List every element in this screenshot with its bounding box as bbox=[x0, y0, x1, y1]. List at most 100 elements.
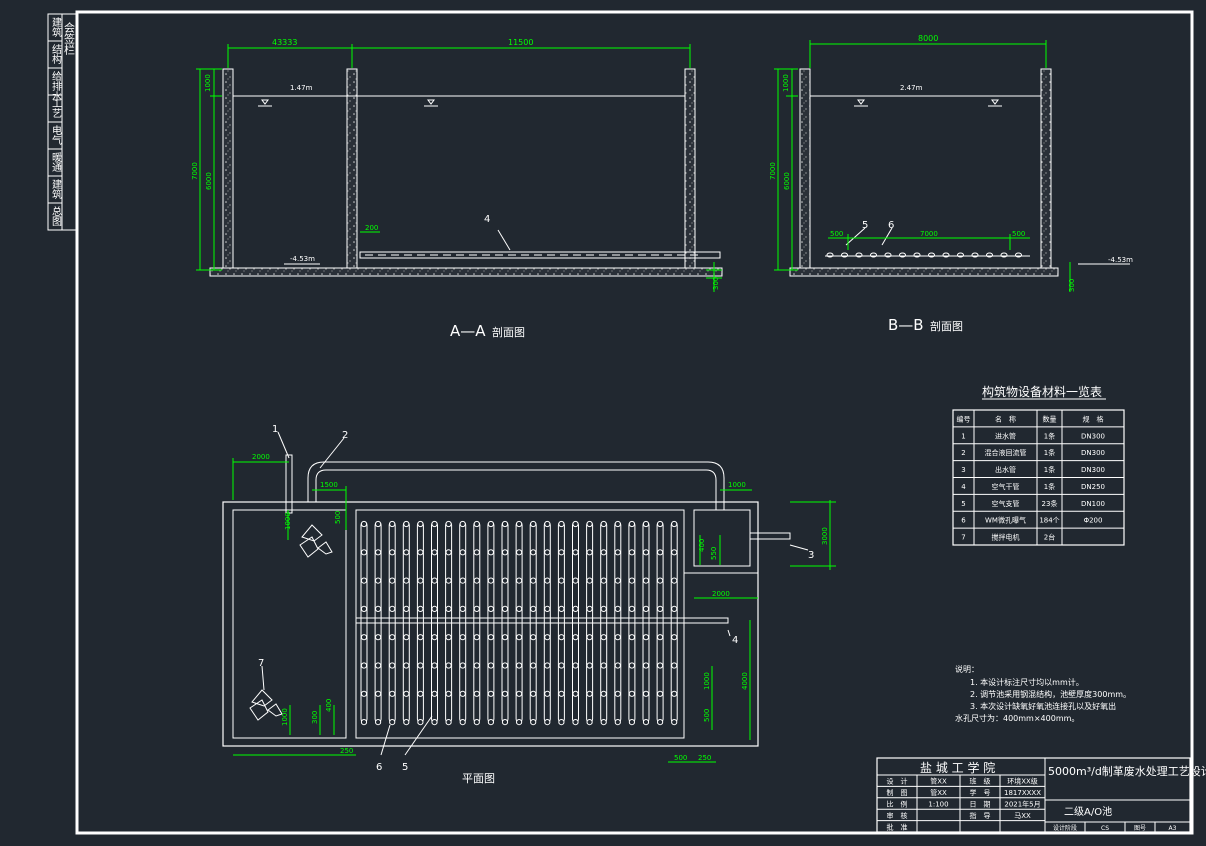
diffuser-icon bbox=[389, 549, 396, 556]
diffuser-icon bbox=[572, 520, 579, 528]
diffuser-icon bbox=[841, 252, 848, 258]
plan-dim-500: 500 bbox=[334, 511, 342, 524]
title-block: 盐 城 工 学 院 5000m³/d制革废水处理工艺设计 二级A/O池 设 计管… bbox=[876, 757, 1206, 833]
table-header-cell: 名 称 bbox=[995, 414, 1016, 423]
aa-title: A—A bbox=[450, 322, 486, 340]
plan-label-4: 4 bbox=[732, 635, 738, 646]
diffuser-icon bbox=[375, 690, 382, 697]
diffuser-icon bbox=[516, 662, 523, 669]
diffuser-icon bbox=[600, 690, 607, 697]
diffuser-icon bbox=[445, 577, 452, 584]
plan-label-3: 3 bbox=[808, 550, 814, 561]
diffuser-icon bbox=[487, 577, 494, 584]
diffuser-icon bbox=[459, 577, 466, 584]
title-block-cell: 1817XXXX bbox=[1004, 789, 1041, 797]
plan-aerobic-tank bbox=[355, 509, 685, 739]
aa-bottom-level: -4.53m bbox=[290, 255, 315, 263]
title-block-cell: 设 计 bbox=[887, 777, 908, 786]
aa-wall-left bbox=[222, 68, 234, 271]
diffuser-icon bbox=[855, 252, 863, 258]
diffuser-icon bbox=[501, 634, 509, 641]
diffuser-icon bbox=[586, 605, 593, 613]
diffuser-icon bbox=[473, 520, 480, 528]
diffuser-icon bbox=[403, 577, 410, 584]
diffuser-icon bbox=[360, 662, 368, 669]
table-cell: 7 bbox=[961, 534, 965, 542]
diffuser-icon bbox=[417, 662, 424, 669]
diffuser-icon bbox=[516, 719, 523, 726]
diffuser-icon bbox=[884, 252, 892, 258]
plan-dim-1000-left: 1000 bbox=[284, 512, 292, 530]
diffuser-icon bbox=[417, 577, 424, 584]
diffuser-icon bbox=[403, 690, 410, 697]
diffuser-icon bbox=[487, 719, 494, 726]
table-cell: 1条 bbox=[1044, 465, 1055, 474]
title-block-cell: 批 准 bbox=[887, 822, 908, 831]
side-strip-item: 结构 bbox=[50, 43, 62, 65]
diffuser-icon bbox=[445, 690, 452, 697]
diffuser-icon bbox=[516, 577, 523, 584]
bb-label-5: 5 bbox=[862, 220, 868, 231]
aa-label-4: 4 bbox=[484, 214, 490, 225]
aa-air-pipe bbox=[359, 251, 721, 259]
title-block-cell: 审 核 bbox=[887, 811, 908, 820]
diffuser-icon bbox=[417, 719, 424, 726]
plan-label-6: 6 bbox=[376, 762, 382, 773]
plan-dim-400-b: 400 bbox=[325, 699, 333, 712]
title-block-cell: 管XX bbox=[930, 788, 947, 797]
title-block-cell: 管XX bbox=[930, 777, 947, 786]
bb-label-6: 6 bbox=[888, 220, 894, 231]
diffuser-icon bbox=[501, 605, 509, 613]
diffuser-icon bbox=[417, 520, 424, 528]
diffuser-icon bbox=[1000, 252, 1008, 258]
plan-dim-2000-top: 2000 bbox=[252, 453, 270, 461]
diffuser-icon bbox=[870, 252, 877, 258]
diffuser-icon bbox=[417, 690, 424, 697]
diffuser-icon bbox=[530, 662, 537, 669]
diffuser-icon bbox=[572, 690, 579, 697]
drawing-frame bbox=[75, 10, 1194, 835]
notes-line-2: 2. 调节池采用钢混结构，池壁厚度300mm。 bbox=[970, 689, 1131, 699]
diffuser-icon bbox=[600, 634, 607, 641]
diffuser-icon bbox=[558, 634, 565, 641]
diffuser-icon bbox=[586, 520, 593, 528]
diffuser-icon bbox=[657, 549, 664, 556]
diffuser-icon bbox=[942, 252, 950, 258]
plan-dim-3000: 3000 bbox=[821, 527, 829, 545]
diffuser-icon bbox=[530, 719, 537, 726]
diffuser-icon bbox=[403, 662, 410, 669]
diffuser-icon bbox=[600, 605, 607, 613]
diffuser-icon bbox=[487, 549, 494, 556]
diffuser-icon bbox=[403, 549, 410, 556]
title-block-cell: 比 例 bbox=[887, 800, 908, 809]
diffuser-icon bbox=[473, 577, 480, 584]
diffuser-icon bbox=[671, 520, 678, 528]
diffuser-icon bbox=[459, 520, 466, 528]
plan-label-2: 2 bbox=[342, 430, 348, 441]
diffuser-icon bbox=[628, 662, 636, 669]
diffuser-icon bbox=[826, 252, 834, 258]
table-cell: 1条 bbox=[1044, 431, 1055, 440]
diffuser-icon bbox=[971, 252, 979, 258]
diffuser-icon bbox=[375, 577, 382, 584]
diffuser-icon bbox=[389, 634, 396, 641]
diffuser-icon bbox=[501, 719, 509, 726]
diffuser-icon bbox=[487, 634, 494, 641]
table-cell: 出水管 bbox=[995, 465, 1016, 474]
diffuser-icon bbox=[459, 549, 466, 556]
diffuser-icon bbox=[913, 252, 921, 258]
bb-wall-left bbox=[799, 68, 811, 271]
diffuser-icon bbox=[487, 690, 494, 697]
aa-dim-left-width: 43333 bbox=[272, 38, 297, 47]
diffuser-icon bbox=[572, 662, 579, 669]
diffuser-icon bbox=[671, 662, 678, 669]
plan-label-1: 1 bbox=[272, 424, 278, 435]
side-strip-item: 暖通 bbox=[50, 151, 62, 172]
plan-dim-300: 300 bbox=[311, 711, 319, 724]
diffuser-icon bbox=[657, 605, 664, 613]
diffuser-icon bbox=[642, 634, 650, 641]
diffuser-icon bbox=[642, 719, 650, 726]
aa-base-slab bbox=[209, 267, 723, 277]
diffuser-icon bbox=[957, 252, 964, 258]
